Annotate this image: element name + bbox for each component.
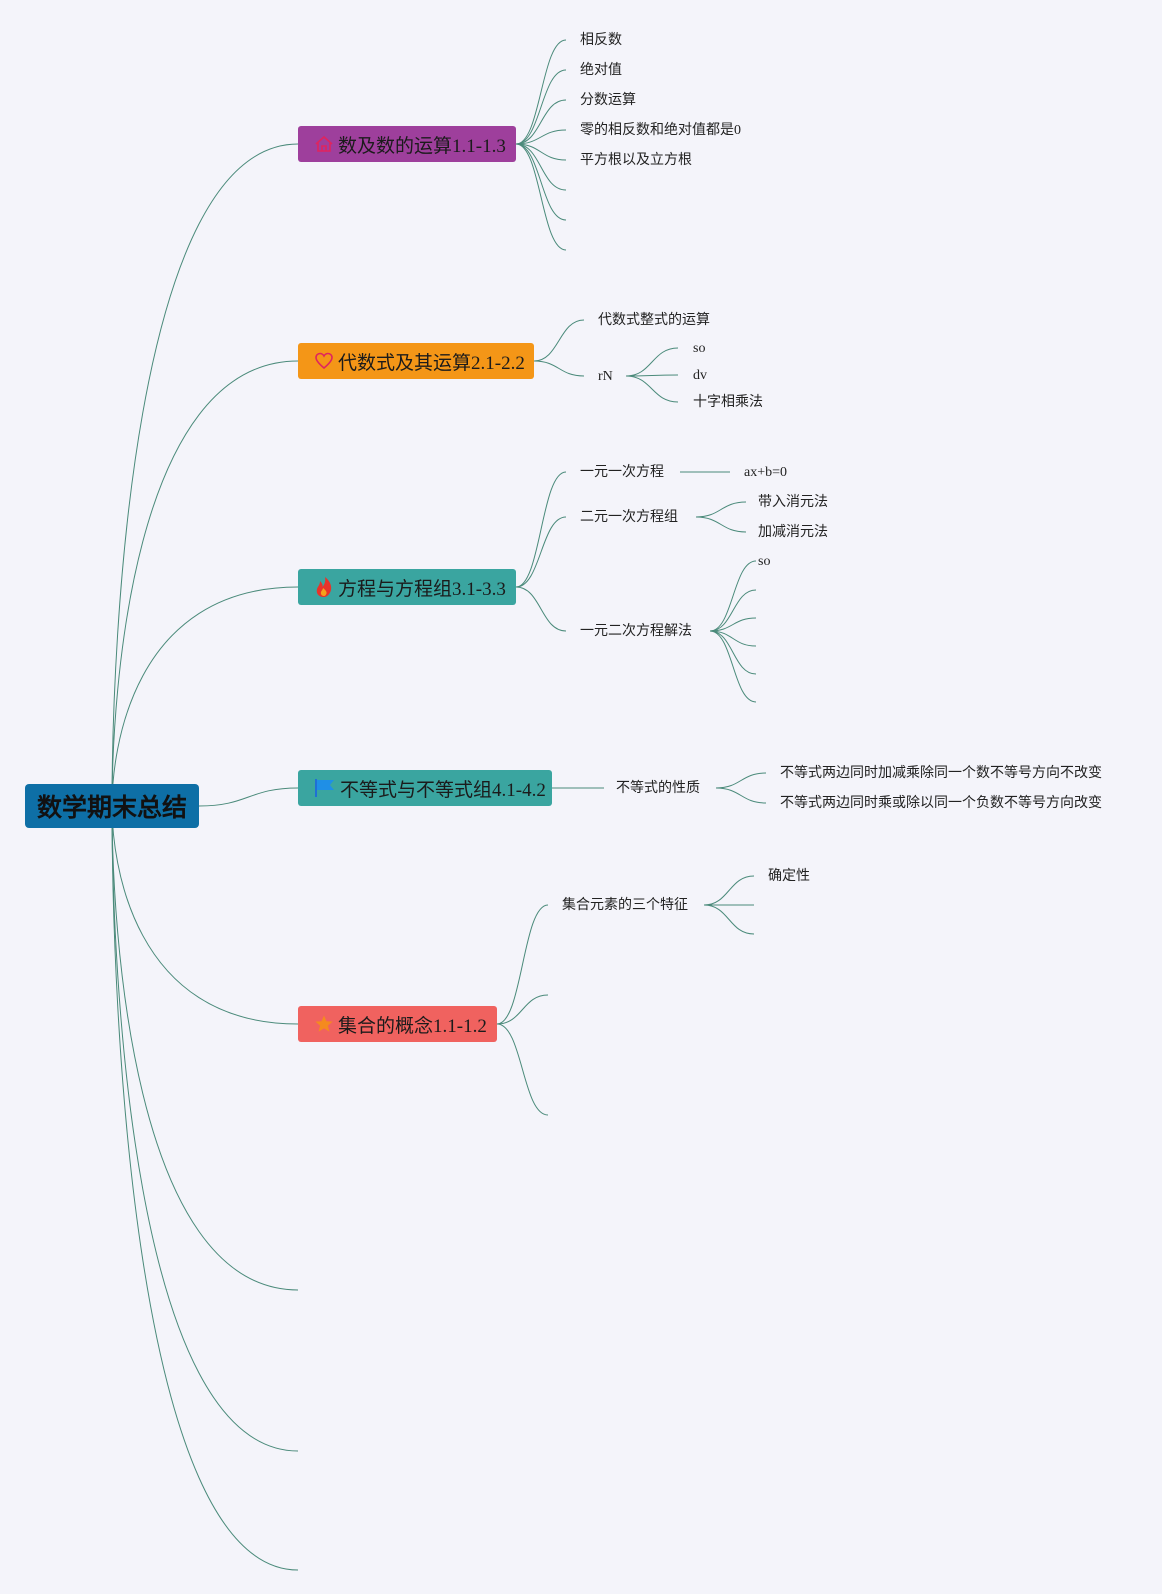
branch-connector (496, 904, 549, 1025)
branch-connector (515, 471, 567, 588)
main-topic-numbers[interactable]: 数及数的运算1.1-1.3 (298, 126, 516, 162)
branch-connector (515, 69, 567, 145)
branch-connector (515, 143, 567, 221)
root-connector (111, 805, 299, 1291)
connector-lines (111, 39, 767, 1571)
subtopic-roots[interactable]: 平方根以及立方根 (580, 153, 692, 168)
subtopic-set-features[interactable]: 集合元素的三个特征 (562, 898, 688, 913)
branch-connector (515, 129, 567, 145)
leaf-cross-multiplication[interactable]: 十字相乘法 (693, 395, 763, 410)
branch-connector (703, 904, 755, 935)
leaf-inequality-rule-1[interactable]: 不等式两边同时加减乘除同一个数不等号方向不改变 (780, 766, 1102, 781)
branch-connector (715, 787, 767, 804)
root-connector (111, 586, 299, 807)
root-connector (111, 805, 299, 1025)
branch-connector (533, 319, 585, 362)
subtopic-absolute-value[interactable]: 绝对值 (580, 63, 622, 78)
heart-icon (314, 350, 334, 372)
main-topic-label: 数及数的运算1.1-1.3 (338, 135, 506, 157)
branch-connector (709, 617, 757, 632)
branch-connector (515, 143, 567, 161)
branch-connector (709, 630, 757, 675)
subtopic-linear-equation[interactable]: 一元一次方程 (580, 465, 664, 480)
main-topic-label: 方程与方程组3.1-3.3 (338, 578, 506, 600)
leaf-so[interactable]: so (758, 554, 771, 569)
root-connector (111, 360, 299, 807)
leaf-definiteness[interactable]: 确定性 (768, 869, 810, 884)
subtopic-polynomial-ops[interactable]: 代数式整式的运算 (598, 313, 710, 328)
root-topic[interactable]: 数学期末总结 (25, 784, 199, 828)
branch-connector (625, 375, 679, 403)
main-topic-inequalities[interactable]: 不等式与不等式组4.1-4.2 (298, 770, 552, 806)
branch-connector (496, 994, 549, 1025)
branch-connector (703, 875, 755, 906)
branch-connector (515, 143, 567, 251)
leaf-inequality-rule-2[interactable]: 不等式两边同时乘或除以同一个负数不等号方向改变 (780, 796, 1102, 811)
main-topic-equations[interactable]: 方程与方程组3.1-3.3 (298, 569, 516, 605)
subtopic-quadratic-solution[interactable]: 一元二次方程解法 (580, 624, 692, 639)
branch-connector (709, 630, 757, 703)
branch-connector (625, 374, 679, 377)
subtopic-inequality-properties[interactable]: 不等式的性质 (616, 781, 700, 796)
branch-connector (515, 143, 567, 191)
flag-icon (314, 777, 336, 799)
branch-connector (533, 360, 585, 377)
leaf-elimination[interactable]: 加减消元法 (758, 525, 828, 540)
subtopic-rn[interactable]: rN (598, 369, 613, 384)
branch-connector (515, 516, 567, 588)
root-connector (111, 143, 299, 807)
branch-connector (709, 560, 757, 632)
leaf-so[interactable]: so (693, 341, 706, 356)
subtopic-zero-property[interactable]: 零的相反数和绝对值都是0 (580, 123, 741, 138)
branch-connector (695, 516, 747, 533)
root-connector (111, 805, 299, 1571)
main-topic-label: 不等式与不等式组4.1-4.2 (340, 779, 546, 801)
branch-connector (709, 589, 757, 632)
root-connector (198, 787, 299, 807)
branch-connector (515, 586, 567, 632)
branch-connector (715, 772, 767, 789)
subtopic-fraction-ops[interactable]: 分数运算 (580, 93, 636, 108)
star-icon (314, 1013, 334, 1035)
branch-connector (625, 347, 679, 377)
leaf-dv[interactable]: dv (693, 368, 707, 383)
main-topic-algebra[interactable]: 代数式及其运算2.1-2.2 (298, 343, 534, 379)
root-connector (111, 805, 299, 1452)
flame-icon (314, 576, 334, 598)
main-topic-label: 集合的概念1.1-1.2 (338, 1015, 487, 1037)
leaf-substitution[interactable]: 带入消元法 (758, 495, 828, 510)
branch-connector (695, 501, 747, 518)
root-topic-label: 数学期末总结 (36, 793, 187, 822)
branch-connector (496, 1023, 549, 1116)
subtopic-linear-system[interactable]: 二元一次方程组 (580, 510, 678, 525)
subtopic-opposite-number[interactable]: 相反数 (580, 33, 622, 48)
leaf-ax-b-0[interactable]: ax+b=0 (744, 465, 788, 480)
house-icon (314, 133, 334, 155)
branch-connector (515, 99, 567, 145)
branch-connector (515, 39, 567, 145)
main-topic-sets[interactable]: 集合的概念1.1-1.2 (298, 1006, 497, 1042)
main-topic-label: 代数式及其运算2.1-2.2 (338, 352, 525, 374)
